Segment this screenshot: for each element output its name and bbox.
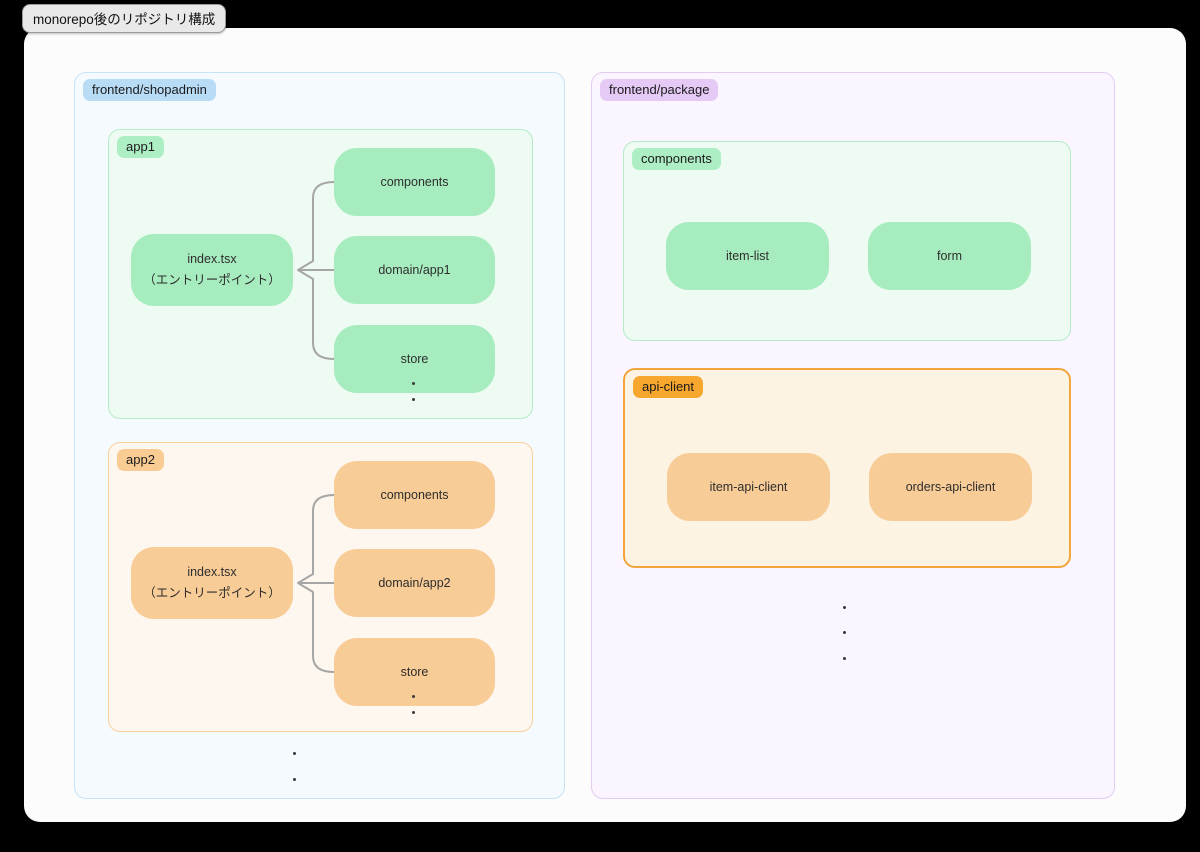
group-api-client: api-client item-api-client orders-api-cl… xyxy=(623,368,1071,568)
ellipsis-dot xyxy=(843,606,846,609)
node-app2-entry-line2: （エントリーポイント） xyxy=(143,586,281,600)
node-orders-api-client: orders-api-client xyxy=(869,453,1032,521)
group-label-api-client: api-client xyxy=(633,376,704,398)
group-label-components: components xyxy=(632,148,721,170)
node-app2-domain: domain/app2 xyxy=(334,549,495,617)
panel-label-frontend-package: frontend/package xyxy=(600,79,719,101)
node-app1-entry: index.tsx （エントリーポイント） xyxy=(131,234,293,306)
node-app1-entry-line1: index.tsx xyxy=(187,252,237,267)
node-form: form xyxy=(868,222,1031,290)
panel-frontend-package: frontend/package components item-list fo… xyxy=(591,72,1115,799)
diagram-title-tab: monorepo後のリポジトリ構成 xyxy=(22,4,227,33)
node-app1-store: store xyxy=(334,325,495,393)
ellipsis-dot xyxy=(412,398,415,401)
panel-label-frontend-shopadmin: frontend/shopadmin xyxy=(83,79,216,101)
group-app2: app2 index.tsx （エントリーポイント） components do… xyxy=(108,442,533,732)
group-app1: app1 index.tsx （エントリーポイント） components do… xyxy=(108,129,533,419)
node-app1-entry-line2: （エントリーポイント） xyxy=(143,273,281,287)
diagram-title: monorepo後のリポジトリ構成 xyxy=(33,12,216,27)
ellipsis-dot xyxy=(412,711,415,714)
ellipsis-dot xyxy=(843,631,846,634)
group-label-app1: app1 xyxy=(117,136,164,158)
node-item-list: item-list xyxy=(666,222,829,290)
panel-frontend-shopadmin: frontend/shopadmin app1 index.tsx （エントリー… xyxy=(74,72,565,799)
group-components: components item-list form xyxy=(623,141,1071,341)
ellipsis-dot xyxy=(412,695,415,698)
ellipsis-dot xyxy=(843,657,846,660)
node-item-api-client: item-api-client xyxy=(667,453,830,521)
node-app2-entry: index.tsx （エントリーポイント） xyxy=(131,547,293,619)
node-app1-components: components xyxy=(334,148,495,216)
node-app2-store: store xyxy=(334,638,495,706)
diagram-card: frontend/shopadmin app1 index.tsx （エントリー… xyxy=(24,28,1186,822)
ellipsis-dot xyxy=(412,382,415,385)
group-label-app2: app2 xyxy=(117,449,164,471)
node-app1-domain: domain/app1 xyxy=(334,236,495,304)
node-app2-entry-line1: index.tsx xyxy=(187,565,237,580)
ellipsis-dot xyxy=(293,778,296,781)
ellipsis-dot xyxy=(293,752,296,755)
node-app2-components: components xyxy=(334,461,495,529)
